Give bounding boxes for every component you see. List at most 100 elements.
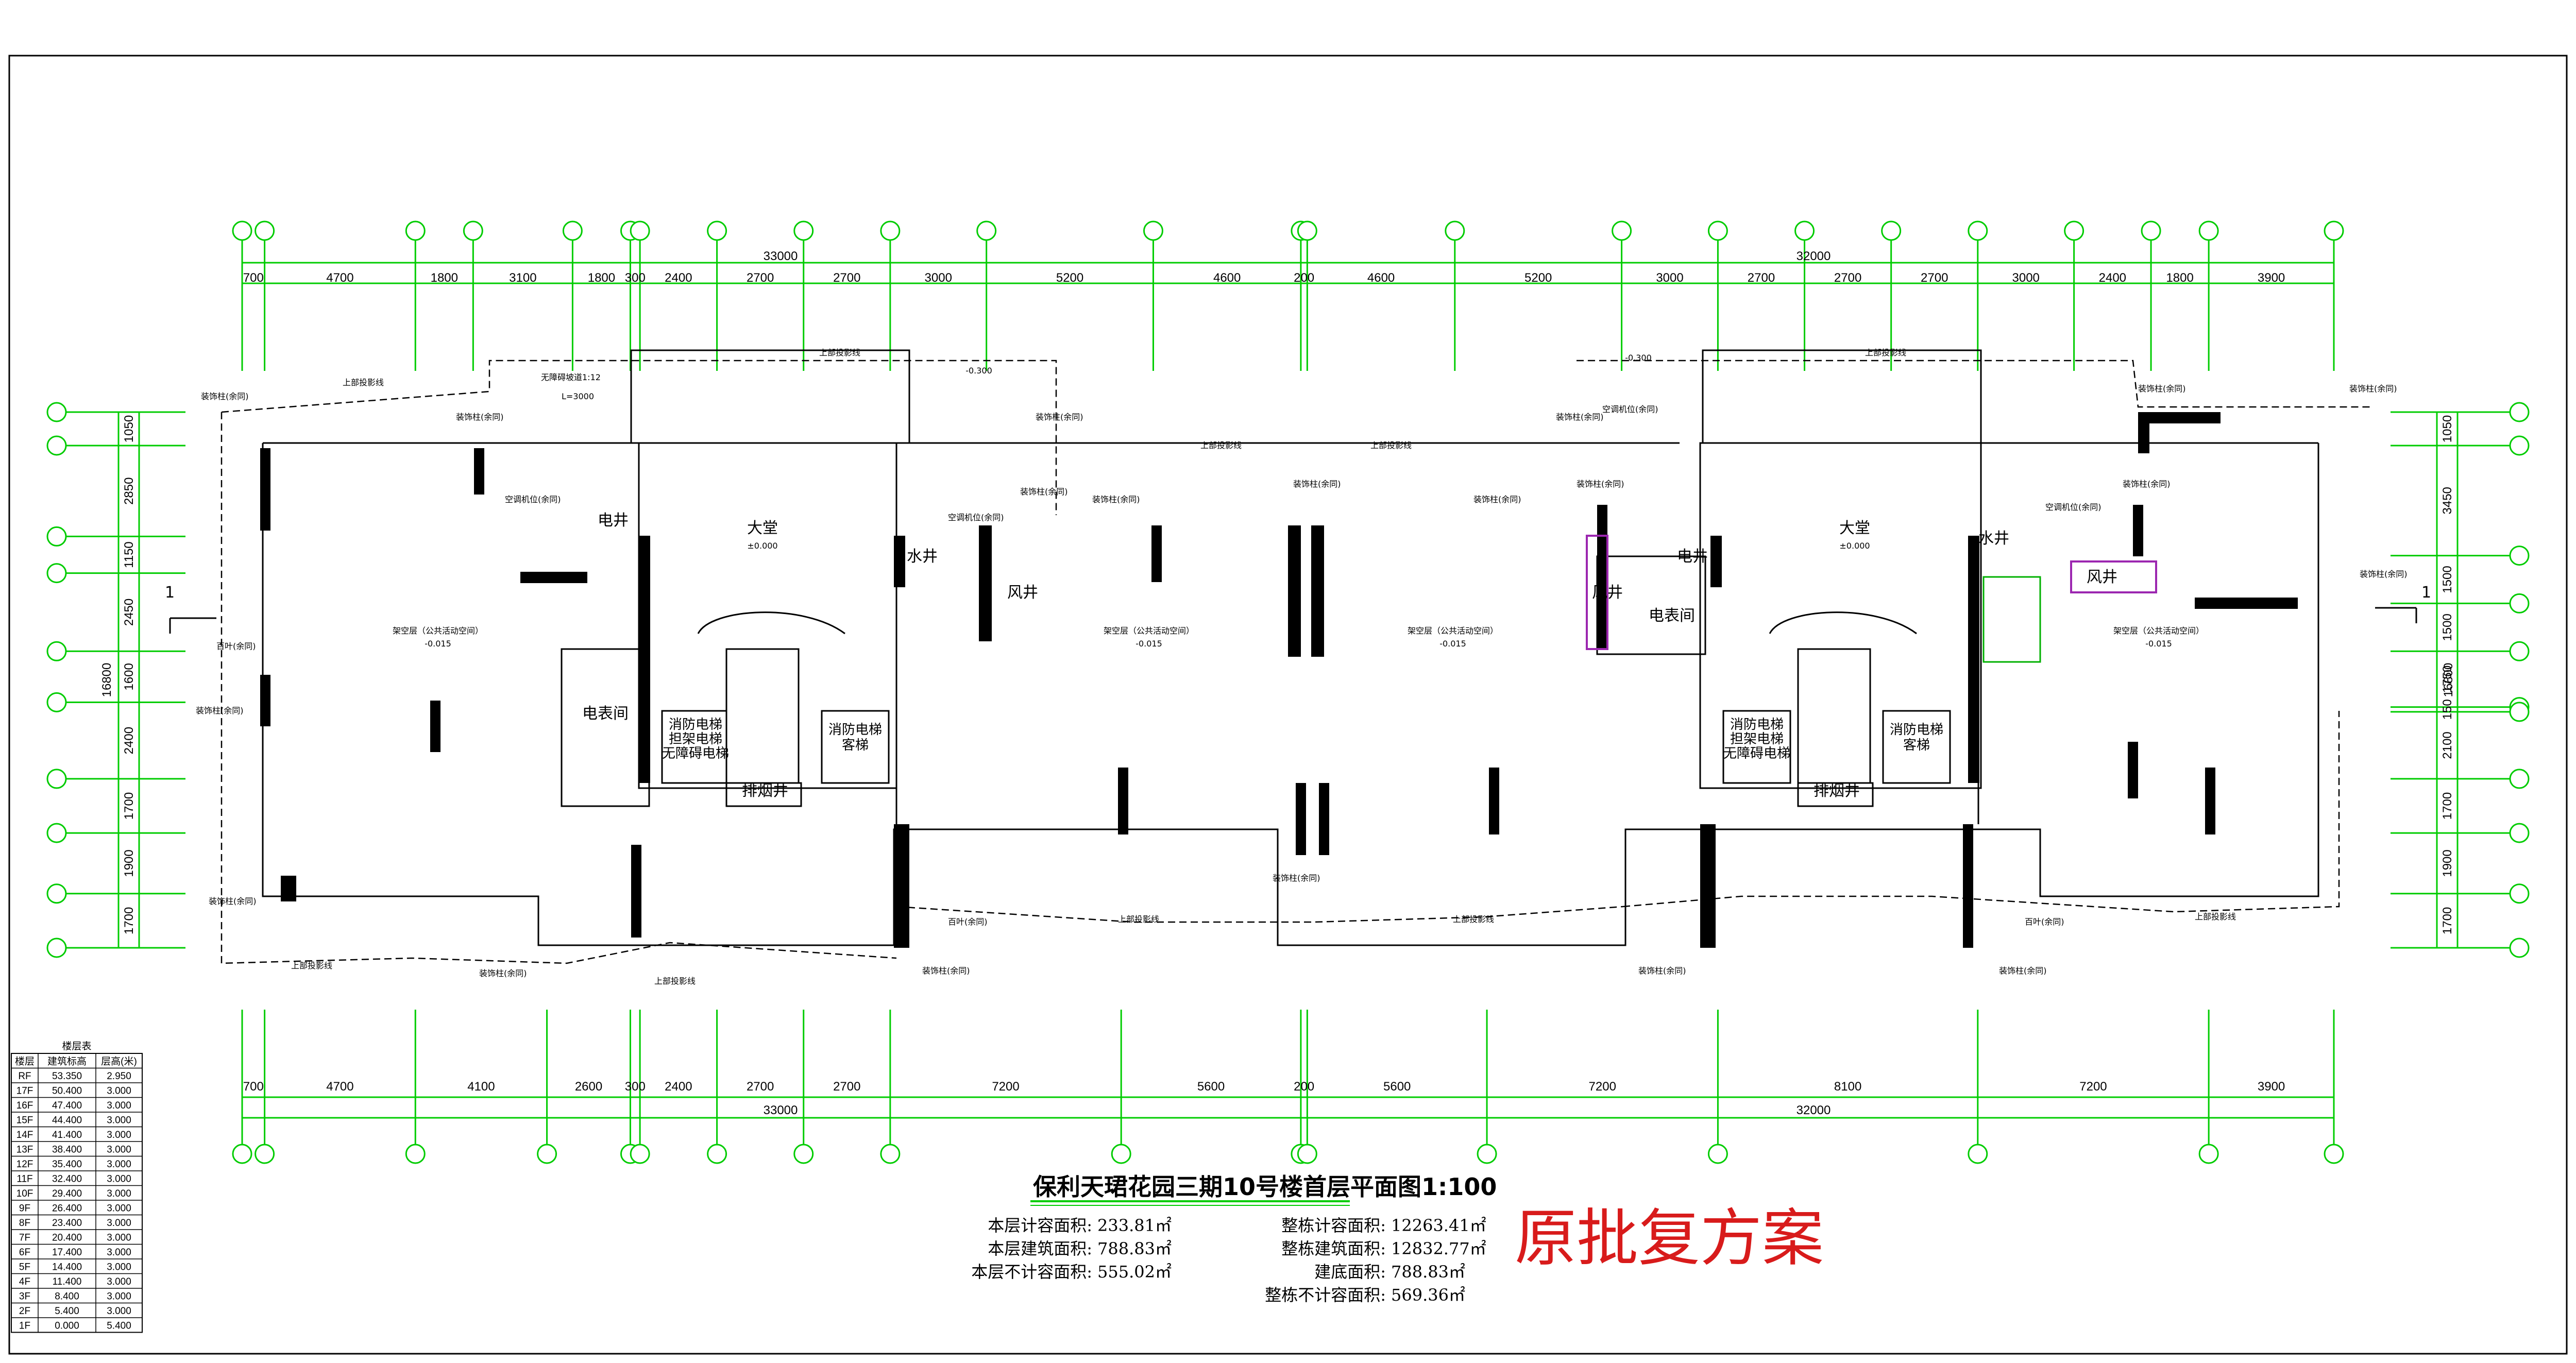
axis-bubble [562,220,583,241]
upper-edge-8: 上部投影线 [1118,914,1159,924]
axis-bubble [2064,220,2084,241]
dims_right-dim-6: 2100 [2441,731,2454,759]
drawing-title: 保利天珺花园三期10号楼首层平面图1:100 [1033,1173,1497,1201]
axis-bubble [1612,220,1632,241]
dims_right-dim-9: 1700 [2441,907,2454,934]
floor-table-cell: 3.000 [107,1262,131,1273]
dims_left-dim-3: 2450 [122,599,136,626]
dimension-lines [52,232,2524,1149]
upper-edge-7: 上部投影线 [654,976,696,986]
section-marks: 1 1 [165,584,2431,634]
dims_left-dim-6: 1700 [122,792,136,820]
dims_right-dim-4: 1750 [2441,666,2454,693]
decor-column-1: 装饰柱(余同) [201,391,249,401]
floor-table-cell: 1F [19,1321,30,1332]
total-top-left: 33000 [764,249,798,263]
elec-well-left: 电井 [598,512,629,530]
axis-bubbles [46,220,2530,1164]
dims_top-dim-13: 4600 [1367,271,1395,285]
axis-bubble [405,1144,426,1164]
lobby-left-level: ±0.000 [747,541,777,551]
level-300-left: -0.300 [965,366,992,376]
stat-right-label-3: 整栋不计容面积: [1265,1285,1386,1305]
axis-bubble [1707,220,1728,241]
floor-table-cell: 41.400 [52,1130,82,1140]
air-well-left: 风井 [1007,584,1038,602]
dims_right-dim-2: 1500 [2441,566,2454,593]
floor-table-cell: 0.000 [55,1321,79,1332]
dims_left-dim-7: 1900 [122,849,136,877]
axis-bubble [2198,220,2219,241]
floor-table-cell: 3.000 [107,1100,131,1111]
dims_bottom-dim-1: 4700 [326,1080,353,1094]
floor-table-cell: 8.400 [55,1291,79,1302]
structural-walls [260,412,2298,948]
elec-well-right: 电井 [1677,548,1708,566]
axis-bubble [2324,220,2344,241]
total-left: 16800 [100,663,114,697]
dims_top-dim-3: 3100 [509,271,536,285]
dims_top-dim-14: 5200 [1524,271,1552,285]
decor-column-20: 装饰柱(余同) [1999,966,2047,976]
axis-bubble [232,1144,252,1164]
floor-table-cell: 5.400 [107,1321,131,1332]
floor-table-cell: 14.400 [52,1262,82,1273]
axis-bubble [707,1144,727,1164]
decor-column-4: 装饰柱(余同) [1020,487,1068,497]
decor-column-12: 装饰柱(余同) [2349,384,2397,394]
axis-bubble [46,435,67,456]
decor-column-2: 装饰柱(余同) [456,412,504,422]
upper-edge-10: 上部投影线 [2195,912,2236,922]
dims_top-dim-6: 2400 [665,271,692,285]
open-space-3-level: -0.015 [1439,639,1466,649]
dims_right-dim-7: 1700 [2441,792,2454,820]
floor-table-cell: 29.400 [52,1188,82,1199]
floor-table-cell: 3.000 [107,1130,131,1140]
decor-column-17: 装饰柱(余同) [922,966,970,976]
floor-table-cell: 7F [19,1233,30,1243]
room-labels: 大堂 ±0.000 大堂 ±0.000 电井 电井 水井 水井 风井 风井 风井… [393,353,2204,800]
area-stats-left: 本层计容面积:233.81㎡本层建筑面积:788.83㎡本层不计容面积:555.… [971,1216,1172,1282]
floor-table-cell: 38.400 [52,1145,82,1155]
axis-bubble [46,402,67,422]
decor-column-16: 装饰柱(余同) [479,968,527,978]
floor-table-cell: 12F [16,1159,33,1170]
floor-table-header-1: 建筑标高 [47,1056,87,1067]
axis-bubble [46,563,67,584]
decor-column-18: 装饰柱(余同) [1273,873,1320,883]
dims_left-dim-5: 2400 [122,727,136,754]
axis-bubble [1477,1144,1497,1164]
axis-bubble [976,220,997,241]
dims_top-dim-10: 5200 [1056,271,1083,285]
drawing-frame [8,55,2568,1355]
axis-bubble [793,1144,814,1164]
level-300-right: -0.300 [1625,353,1652,363]
axis-bubble [46,641,67,661]
meter-room-left: 电表间 [582,705,629,723]
floor-table-cell: 3.000 [107,1188,131,1199]
floor-table-cell: 3.000 [107,1247,131,1258]
floor-table-header-0: 楼层 [15,1056,35,1067]
fire-elevator-right: 消防电梯 [1730,717,1784,732]
stat-value-2: 555.02㎡ [1097,1262,1172,1282]
axis-bubble [1297,1144,1317,1164]
axis-bubble [2509,641,2530,661]
section-mark-left: 1 [165,584,175,602]
axis-bubble [255,220,275,241]
stat-right-value-0: 12263.41㎡ [1391,1216,1486,1235]
axis-bubble [1297,220,1317,241]
stat-label-0: 本层计容面积: [988,1216,1092,1235]
floor-table-cell: 3.000 [107,1086,131,1097]
decor-column-13: 装饰柱(余同) [2360,569,2408,579]
dims_bottom-dim-14: 7200 [2079,1080,2107,1094]
air-unit-2: 空调机位(余同) [948,513,1004,522]
upper-edge-1: 上部投影线 [343,378,384,387]
axis-bubble [46,823,67,843]
axis-bubble [2324,1144,2344,1164]
axis-bubble [2509,769,2530,789]
axis-bubble [2141,220,2161,241]
dims_left-dim-2: 1150 [122,541,136,568]
floor-table-cell: 3.000 [107,1203,131,1214]
dims_bottom-dim-3: 2600 [575,1080,602,1094]
